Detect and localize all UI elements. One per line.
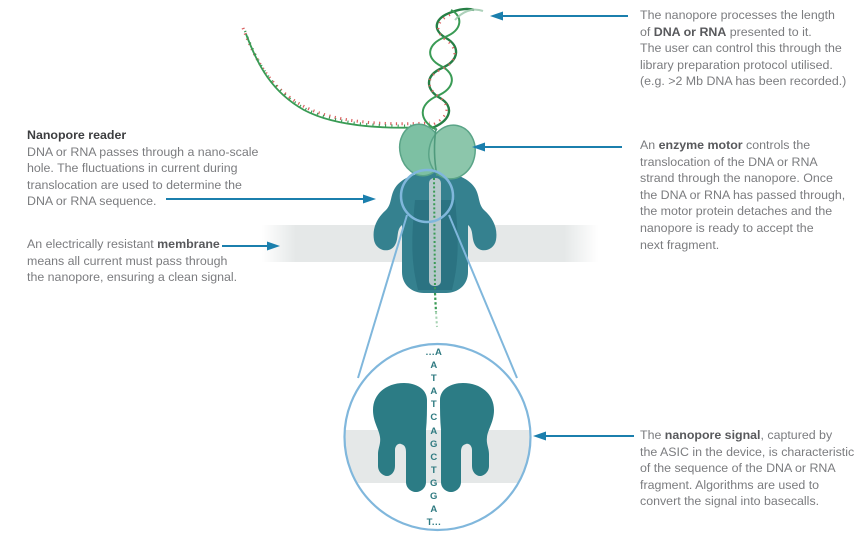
- nanopore-protein: [373, 172, 497, 293]
- magnified-nanopore: [373, 383, 494, 492]
- zoom-circle-small: [399, 168, 455, 224]
- dna-strand: [241, 27, 433, 129]
- zoom-tangent-left: [357, 214, 408, 379]
- arrow-nanopore-reader: [166, 194, 376, 204]
- arrow-nanopore-signal: [533, 431, 634, 441]
- dna-helix: [421, 7, 484, 131]
- magnified-membrane: [344, 430, 531, 483]
- arrow-membrane: [222, 241, 280, 251]
- pointer-arrows: [166, 11, 634, 441]
- zoom-circle-large: [343, 342, 532, 532]
- arrow-read-length: [490, 11, 628, 21]
- strand-fade: [435, 311, 438, 328]
- annotation-nanopore-reader: Nanopore reader DNA or RNA passes throug…: [27, 127, 258, 210]
- arrow-enzyme-motor: [472, 142, 622, 152]
- zoom-tangent-right: [448, 214, 518, 379]
- magnified-view: [343, 342, 532, 532]
- enzyme-motor-graphic: [398, 123, 476, 180]
- helix-tip: [454, 8, 484, 21]
- nanopore-reader-heading: Nanopore reader: [27, 128, 127, 142]
- strand-below-pore: [433, 292, 438, 313]
